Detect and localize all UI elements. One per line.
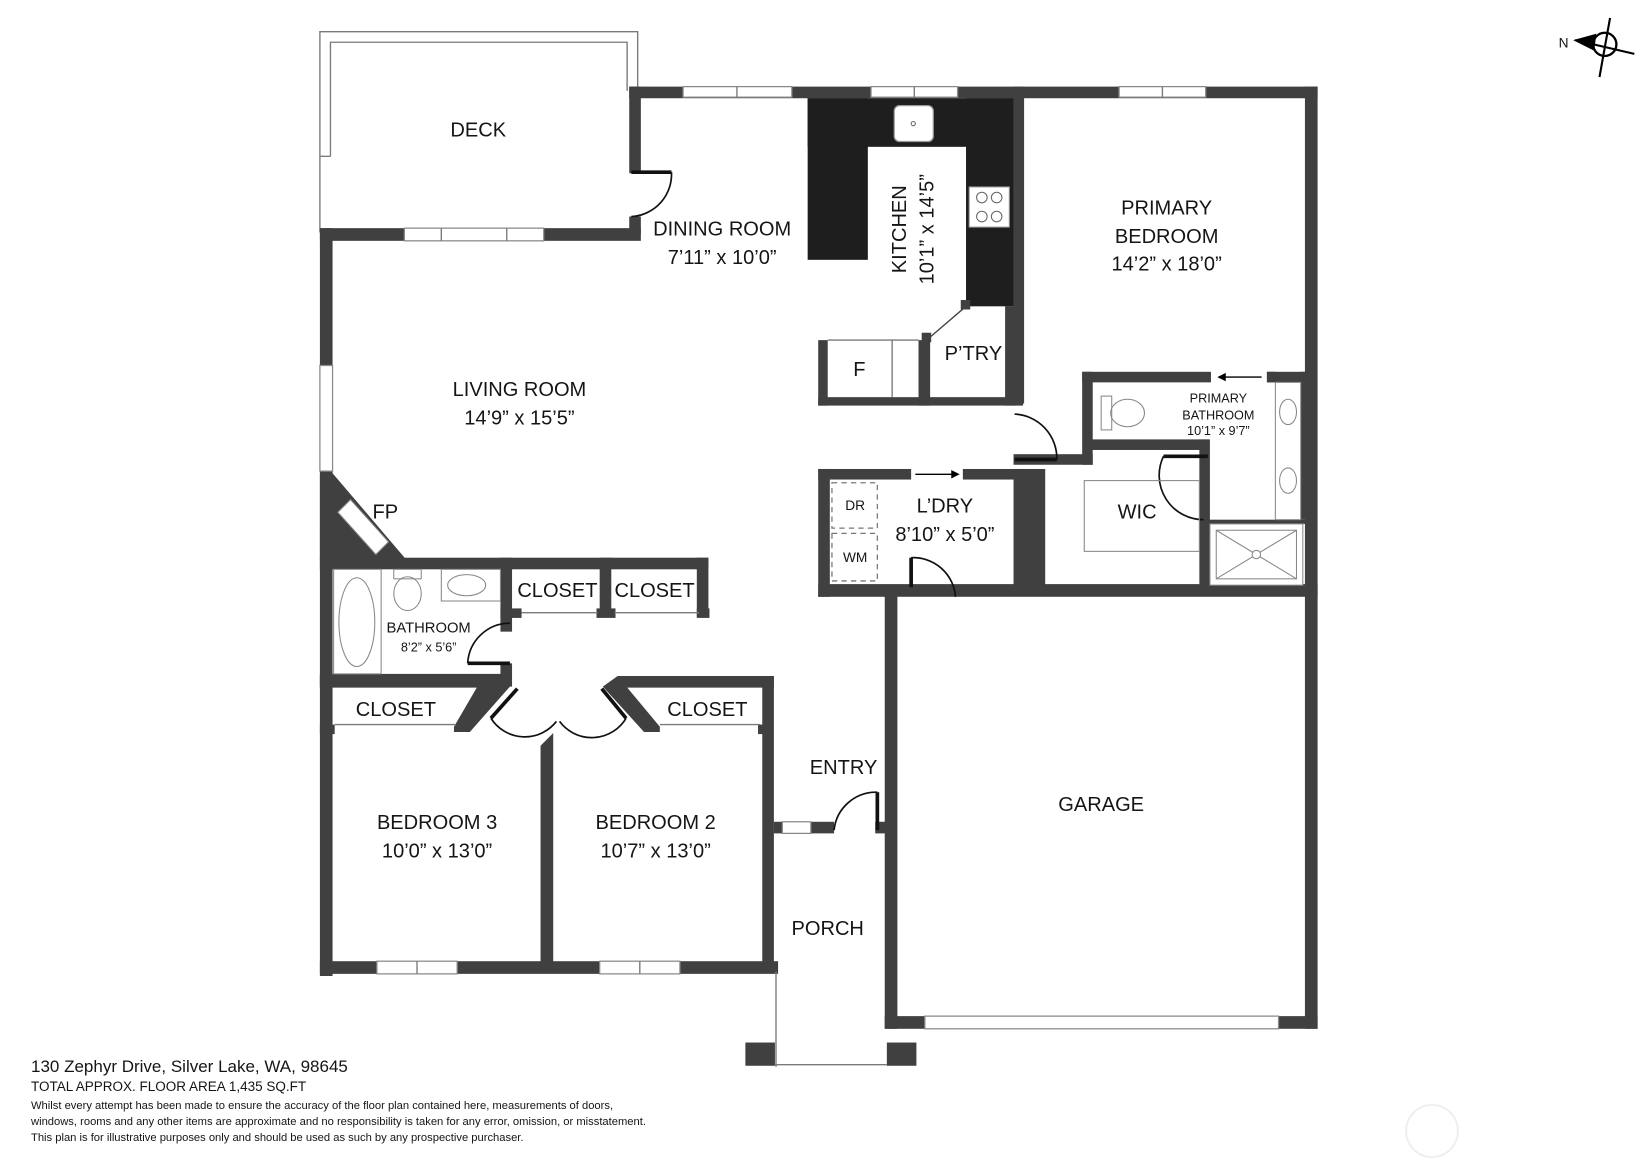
primary-bathroom-dims: 10’1” x 9’7”	[1187, 424, 1250, 438]
laundry-label: L’DRY	[917, 495, 973, 517]
property-address: 130 Zephyr Drive, Silver Lake, WA, 98645	[31, 1057, 348, 1076]
washer-icon	[831, 532, 878, 582]
sink-icon	[440, 568, 501, 602]
bedroom-3-dims: 10’0” x 13’0”	[382, 841, 492, 863]
bathroom-label: BATHROOM	[387, 621, 471, 637]
wic-shelving	[1083, 480, 1200, 552]
kitchen-counters	[807, 98, 1014, 307]
porch-label: PORCH	[792, 918, 864, 940]
closet-label-1: CLOSET	[517, 580, 597, 602]
dryer-icon	[831, 482, 878, 529]
bedroom-2-dims: 10’7” x 13’0”	[600, 841, 710, 863]
arrows	[915, 372, 1262, 479]
living-room-label: LIVING ROOM	[453, 379, 587, 401]
doors	[466, 170, 1208, 831]
primary-bedroom-dims: 14’2” x 18’0”	[1111, 253, 1221, 275]
disclaimer: Whilst every attempt has been made to en…	[31, 1098, 646, 1146]
closet-label-4: CLOSET	[667, 699, 747, 721]
floor-area: TOTAL APPROX. FLOOR AREA 1,435 SQ.FT	[31, 1079, 307, 1094]
toilet-icon	[393, 568, 422, 580]
bedroom-3-label: BEDROOM 3	[377, 812, 497, 834]
dining-room-label: DINING ROOM	[653, 219, 791, 241]
fridge-label: F	[853, 359, 865, 381]
bathroom-dims: 8’2” x 5’6”	[401, 641, 457, 655]
stove-icon	[968, 186, 1010, 228]
entry-label: ENTRY	[810, 757, 878, 779]
wic-label: WIC	[1118, 502, 1157, 524]
dining-room-dims: 7’11” x 10’0”	[668, 247, 777, 269]
laundry-dims: 8’10” x 5’0”	[895, 524, 994, 546]
primary-bathroom-label-2: BATHROOM	[1182, 408, 1254, 422]
disclaimer-line-1: Whilst every attempt has been made to en…	[31, 1100, 614, 1112]
living-room-dims: 14’9” x 15’5”	[464, 408, 574, 430]
deck-label: DECK	[450, 119, 506, 141]
deck-railing	[319, 31, 639, 233]
pantry-label: P’TRY	[945, 343, 1003, 365]
north-compass-icon: N	[1559, 17, 1635, 78]
double-vanity-icon	[1274, 381, 1302, 521]
compass-label: N	[1559, 36, 1569, 51]
fixtures	[333, 381, 1304, 726]
primary-bedroom-label-2: BEDROOM	[1115, 226, 1219, 248]
watermark-logo-icon	[1405, 1104, 1459, 1158]
primary-bathroom-label-1: PRIMARY	[1190, 391, 1248, 405]
bedroom-2-label: BEDROOM 2	[595, 812, 715, 834]
arrow-left-icon	[1217, 372, 1226, 382]
dryer-label: DR	[845, 498, 865, 513]
washer-label: WM	[843, 550, 867, 565]
arrow-right-icon	[951, 470, 960, 479]
disclaimer-line-3: This plan is for illustrative purposes o…	[31, 1132, 524, 1144]
windows	[319, 85, 1280, 1030]
kitchen-label: KITCHEN	[889, 185, 911, 273]
kitchen-sink-icon	[893, 104, 934, 143]
garage-label: GARAGE	[1058, 794, 1144, 816]
closet-label-3: CLOSET	[356, 699, 436, 721]
bathtub-icon	[333, 568, 382, 675]
room-labels: DECK DINING ROOM 7’11” x 10’0” KITCHEN 1…	[356, 119, 1255, 940]
closet-label-2: CLOSET	[614, 580, 694, 602]
primary-bedroom-label-1: PRIMARY	[1121, 197, 1212, 219]
disclaimer-line-2: windows, rooms and any other items are a…	[31, 1116, 646, 1128]
primary-toilet-icon	[1100, 395, 1113, 431]
plan-footer: 130 Zephyr Drive, Silver Lake, WA, 98645…	[31, 1056, 646, 1146]
kitchen-dims: 10’1” x 14’5”	[916, 174, 938, 284]
fireplace-label: FP	[373, 502, 399, 524]
fireplace-icon	[337, 498, 390, 556]
